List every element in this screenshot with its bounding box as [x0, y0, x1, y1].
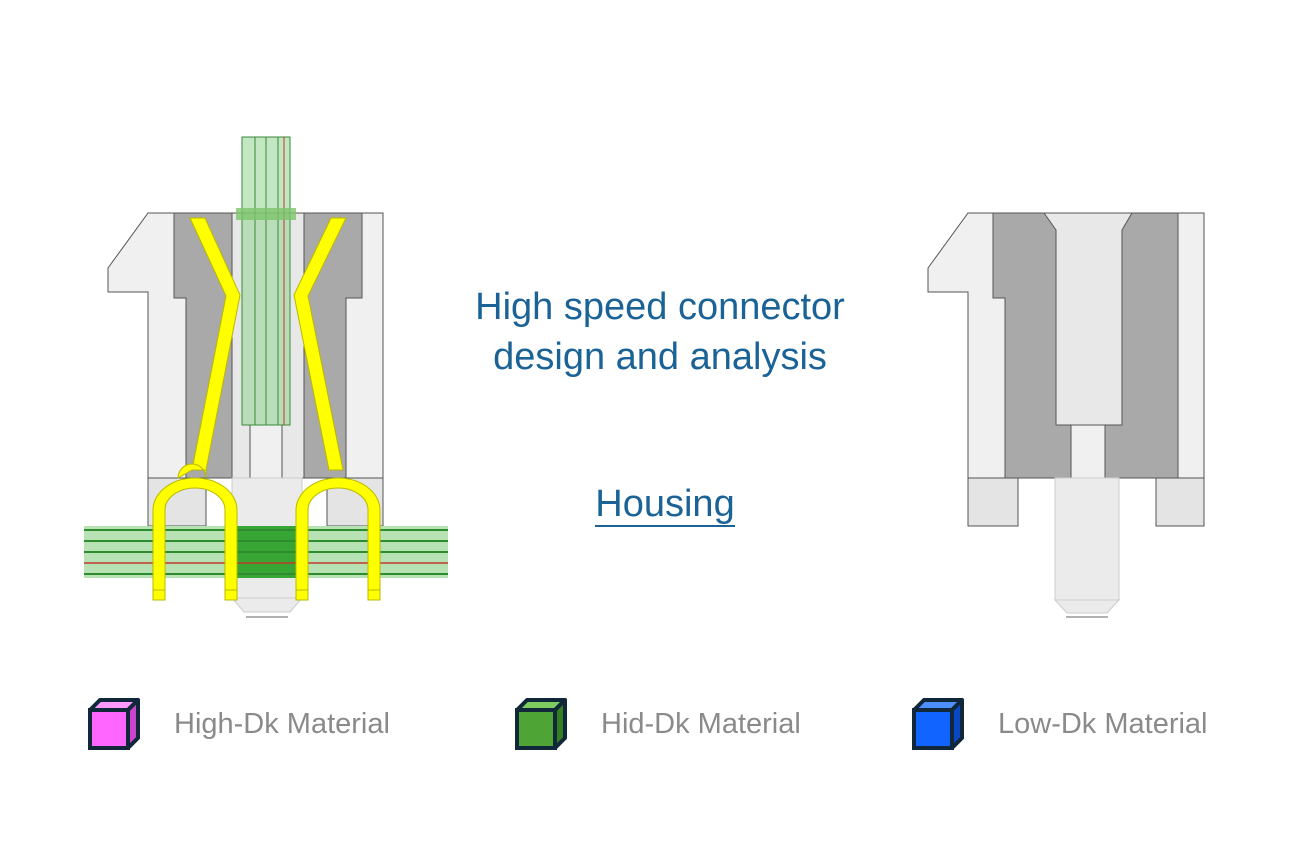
pin-right	[1054, 477, 1120, 601]
pcb-stack	[84, 526, 448, 578]
legend-item-low-dk: Low-Dk Material	[910, 696, 1208, 752]
contact-left	[152, 217, 241, 601]
standoff-left-right	[967, 477, 1019, 527]
housing-label: Housing	[595, 483, 735, 527]
mating-pin-tip	[230, 597, 304, 613]
contact-right	[293, 217, 381, 601]
title-line-2: design and analysis	[493, 336, 827, 378]
center-post-right	[1043, 212, 1133, 426]
legend-item-hid-dk: Hid-Dk Material	[513, 696, 801, 752]
post-neck-right	[1070, 424, 1106, 479]
pin-tip-right	[1053, 599, 1121, 614]
housing-only	[927, 212, 1205, 618]
cube-icon	[88, 698, 140, 750]
title-line-1: High speed connector	[475, 286, 845, 328]
legend-label: High-Dk Material	[174, 707, 390, 740]
post-neck	[249, 424, 283, 479]
cube-icon	[515, 698, 567, 750]
diagram-title: High speed connector design and analysis	[430, 282, 890, 382]
cube-icon	[912, 698, 964, 750]
connector-assembly	[84, 136, 448, 618]
mating-blade	[236, 136, 296, 426]
legend-label: Low-Dk Material	[998, 707, 1208, 740]
standoff-right-right	[1155, 477, 1205, 527]
legend-item-high-dk: High-Dk Material	[86, 696, 390, 752]
legend-label: Hid-Dk Material	[601, 707, 801, 740]
